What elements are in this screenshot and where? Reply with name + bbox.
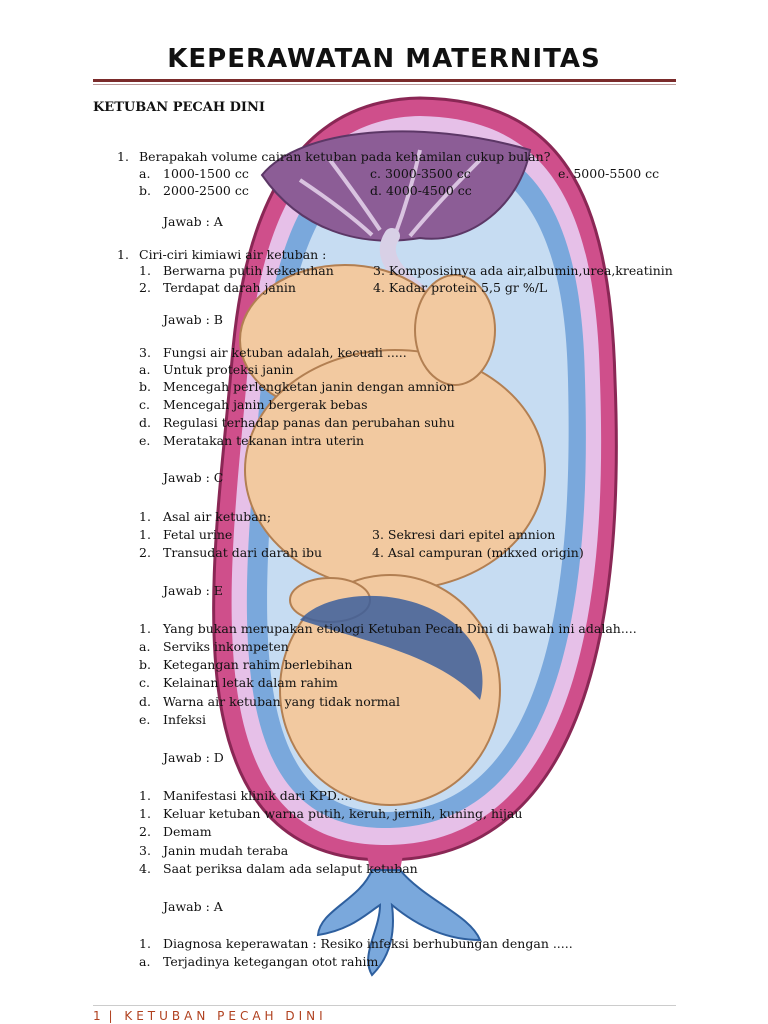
q2-item1-number: 1. <box>139 263 151 278</box>
q5-text: Yang bukan merupakan etiologi Ketuban Pe… <box>163 621 637 636</box>
q1-a-marker: a. <box>139 166 151 181</box>
q6-item3-number: 3. <box>139 843 151 858</box>
q6-item2: Demam <box>163 824 212 839</box>
q4-item1: Fetal urine <box>163 527 233 542</box>
q1-option-a: 1000-1500 cc <box>163 166 249 181</box>
q6-item4: Saat periksa dalam ada selaput ketuban <box>163 861 418 876</box>
q2-item3: 3. Komposisinya ada air,albumin,urea,kre… <box>373 263 673 278</box>
footer-label: KETUBAN PECAH DINI <box>124 1009 327 1023</box>
q4-item4: 4. Asal campuran (mikxed origin) <box>372 545 584 560</box>
cervix-opening <box>365 845 405 870</box>
q2-answer: Jawab : B <box>163 312 223 327</box>
q5-b-marker: b. <box>139 657 151 672</box>
q5-option-c: Kelainan letak dalam rahim <box>163 675 338 690</box>
q2-item4: 4. Kadar protein 5,5 gr %/L <box>373 280 548 295</box>
q4-item3: 3. Sekresi dari epitel amnion <box>372 527 556 542</box>
q3-number: 3. <box>139 345 151 360</box>
q3-option-c: Mencegah janin bergerak bebas <box>163 397 368 412</box>
page-footer: 1 | KETUBAN PECAH DINI <box>93 1009 327 1023</box>
q3-option-a: Untuk proteksi janin <box>163 362 294 377</box>
q2-item2: Terdapat darah janin <box>163 280 296 295</box>
q1-option-c: c. 3000-3500 cc <box>370 166 471 181</box>
q1-option-b: 2000-2500 cc <box>163 183 249 198</box>
q6-answer: Jawab : A <box>163 899 223 914</box>
fetus-hair <box>300 595 483 700</box>
q4-item1-number: 1. <box>139 527 151 542</box>
q3-b-marker: b. <box>139 379 151 394</box>
q6-number: 1. <box>139 788 151 803</box>
q3-c-marker: c. <box>139 397 150 412</box>
q4-number: 1. <box>139 509 151 524</box>
q6-item1-number: 1. <box>139 806 151 821</box>
q5-option-a: Serviks inkompeten <box>163 639 289 654</box>
q1-b-marker: b. <box>139 183 151 198</box>
q2-item1: Berwarna putih kekeruhan <box>163 263 334 278</box>
q5-option-b: Ketegangan rahim berlebihan <box>163 657 353 672</box>
q3-option-d: Regulasi terhadap panas dan perubahan su… <box>163 415 455 430</box>
q1-text: Berapakah volume cairan ketuban pada keh… <box>139 149 551 164</box>
footer-divider <box>93 1005 676 1006</box>
q1-option-e: e. 5000-5500 cc <box>558 166 660 181</box>
q5-number: 1. <box>139 621 151 636</box>
q2-text: Ciri-ciri kimiawi air ketuban : <box>139 247 327 262</box>
q5-option-e: Infeksi <box>163 712 206 727</box>
placenta-vessels <box>298 149 482 238</box>
q4-item2: Transudat dari darah ibu <box>163 545 323 560</box>
q5-answer: Jawab : D <box>163 750 224 765</box>
q5-a-marker: a. <box>139 639 151 654</box>
footer-separator: | <box>108 1009 117 1023</box>
q4-answer: Jawab : E <box>163 583 223 598</box>
q3-answer: Jawab : C <box>163 470 224 485</box>
q2-item2-number: 2. <box>139 280 151 295</box>
section-title: KETUBAN PECAH DINI <box>93 100 265 115</box>
placenta <box>260 130 532 242</box>
q3-e-marker: e. <box>139 433 151 448</box>
q6-item2-number: 2. <box>139 824 151 839</box>
q4-text: Asal air ketuban; <box>163 509 272 524</box>
q6-text: Manifestasi klinik dari KPD.... <box>163 788 353 803</box>
q1-number: 1. <box>117 149 129 164</box>
q3-option-b: Mencegah perlengketan janin dengan amnio… <box>163 379 455 394</box>
q5-e-marker: e. <box>139 712 151 727</box>
q1-option-d: d. 4000-4500 cc <box>370 183 472 198</box>
q5-c-marker: c. <box>139 675 150 690</box>
q6-item3: Janin mudah teraba <box>163 843 289 858</box>
q7-option-a: Terjadinya ketegangan otot rahim <box>163 954 379 969</box>
q5-option-d: Warna air ketuban yang tidak normal <box>163 694 401 709</box>
q6-item1: Keluar ketuban warna putih, keruh, jerni… <box>163 806 523 821</box>
q3-d-marker: d. <box>139 415 151 430</box>
q3-option-e: Meratakan tekanan intra uterin <box>163 433 365 448</box>
q6-item4-number: 4. <box>139 861 151 876</box>
document-title: KEPERAWATAN MATERNITAS <box>167 44 601 74</box>
q4-item2-number: 2. <box>139 545 151 560</box>
q7-text: Diagnosa keperawatan : Resiko infeksi be… <box>163 936 573 951</box>
page-number: 1 <box>93 1009 101 1023</box>
q7-a-marker: a. <box>139 954 151 969</box>
q3-text: Fungsi air ketuban adalah, kecuali ..... <box>163 345 407 360</box>
q1-answer: Jawab : A <box>163 214 223 229</box>
title-underline-thick <box>93 79 676 82</box>
title-underline-thin <box>93 84 676 85</box>
q2-number: 1. <box>117 247 129 262</box>
q5-d-marker: d. <box>139 694 151 709</box>
q7-number: 1. <box>139 936 151 951</box>
leaking-fluid <box>316 869 482 977</box>
q3-a-marker: a. <box>139 362 151 377</box>
fetus <box>239 264 546 806</box>
